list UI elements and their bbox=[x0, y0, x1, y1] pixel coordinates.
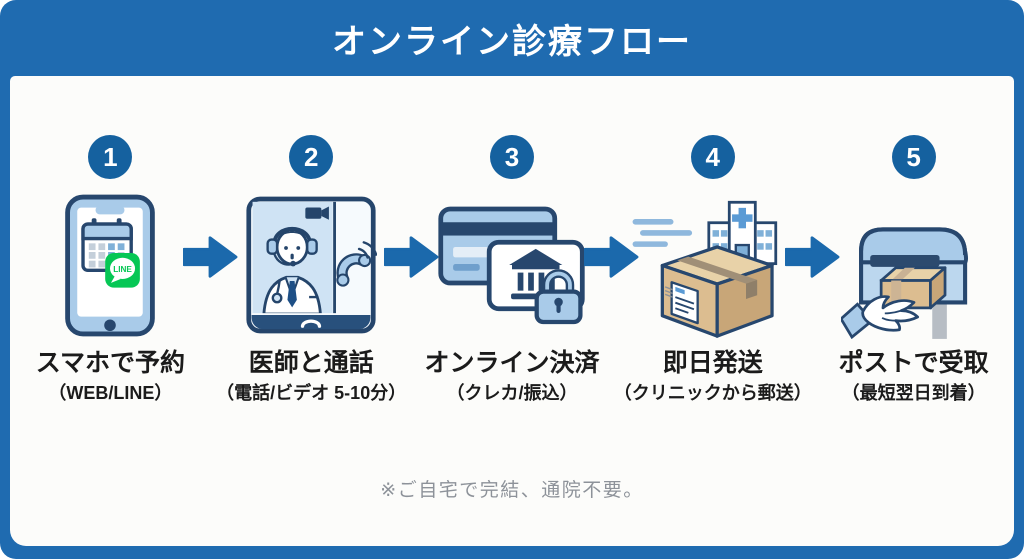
step-number-badge: 3 bbox=[489, 135, 534, 179]
header-bar: オンライン診療フロー bbox=[0, 0, 1024, 76]
step-number-badge: 5 bbox=[891, 135, 936, 179]
line-app-badge: LINE bbox=[105, 252, 141, 288]
page-title: オンライン診療フロー bbox=[332, 22, 692, 61]
online-payment-lock-icon bbox=[436, 189, 588, 341]
smartphone-line-booking-icon: LINE bbox=[57, 189, 163, 341]
step-number-badge: 2 bbox=[289, 135, 334, 179]
receiving-hand bbox=[840, 295, 919, 339]
package-in-mailbox bbox=[879, 266, 946, 310]
step-label: オンライン決済 bbox=[424, 349, 600, 377]
step-sublabel: （WEB/LINE） bbox=[48, 382, 173, 403]
step-sublabel: （クレカ/振込） bbox=[446, 382, 578, 403]
step-number-badge: 1 bbox=[88, 135, 133, 179]
step-5-mailbox-receive: 5 bbox=[813, 135, 1014, 403]
step-sublabel: （最短翌日到着） bbox=[841, 382, 986, 403]
step-label: ポストで受取 bbox=[838, 349, 989, 377]
step-1-smartphone-booking: 1 bbox=[10, 135, 211, 403]
step-2-doctor-call: 2 bbox=[211, 135, 412, 403]
flow-row: 1 bbox=[10, 76, 1014, 403]
step-sublabel: （クリニックから郵送） bbox=[613, 382, 812, 403]
step-label: 医師と通話 bbox=[248, 349, 374, 377]
svg-text:LINE: LINE bbox=[114, 264, 133, 273]
content-panel: 1 bbox=[10, 76, 1014, 546]
clinic-package-shipping-icon bbox=[627, 189, 799, 341]
step-label: 即日発送 bbox=[662, 349, 763, 377]
step-4-same-day-shipping: 4 bbox=[612, 135, 813, 403]
doctor-video-call-icon bbox=[245, 189, 378, 341]
footer-note: ※ご自宅で完結、通院不要。 bbox=[380, 480, 644, 502]
mailbox-receive-icon bbox=[840, 189, 987, 341]
cardboard-box bbox=[660, 244, 774, 338]
step-label: スマホで予約 bbox=[35, 349, 186, 377]
step-3-online-payment: 3 bbox=[412, 135, 613, 403]
step-sublabel: （電話/ビデオ 5-10分） bbox=[216, 382, 407, 403]
step-number-badge: 4 bbox=[690, 135, 735, 179]
